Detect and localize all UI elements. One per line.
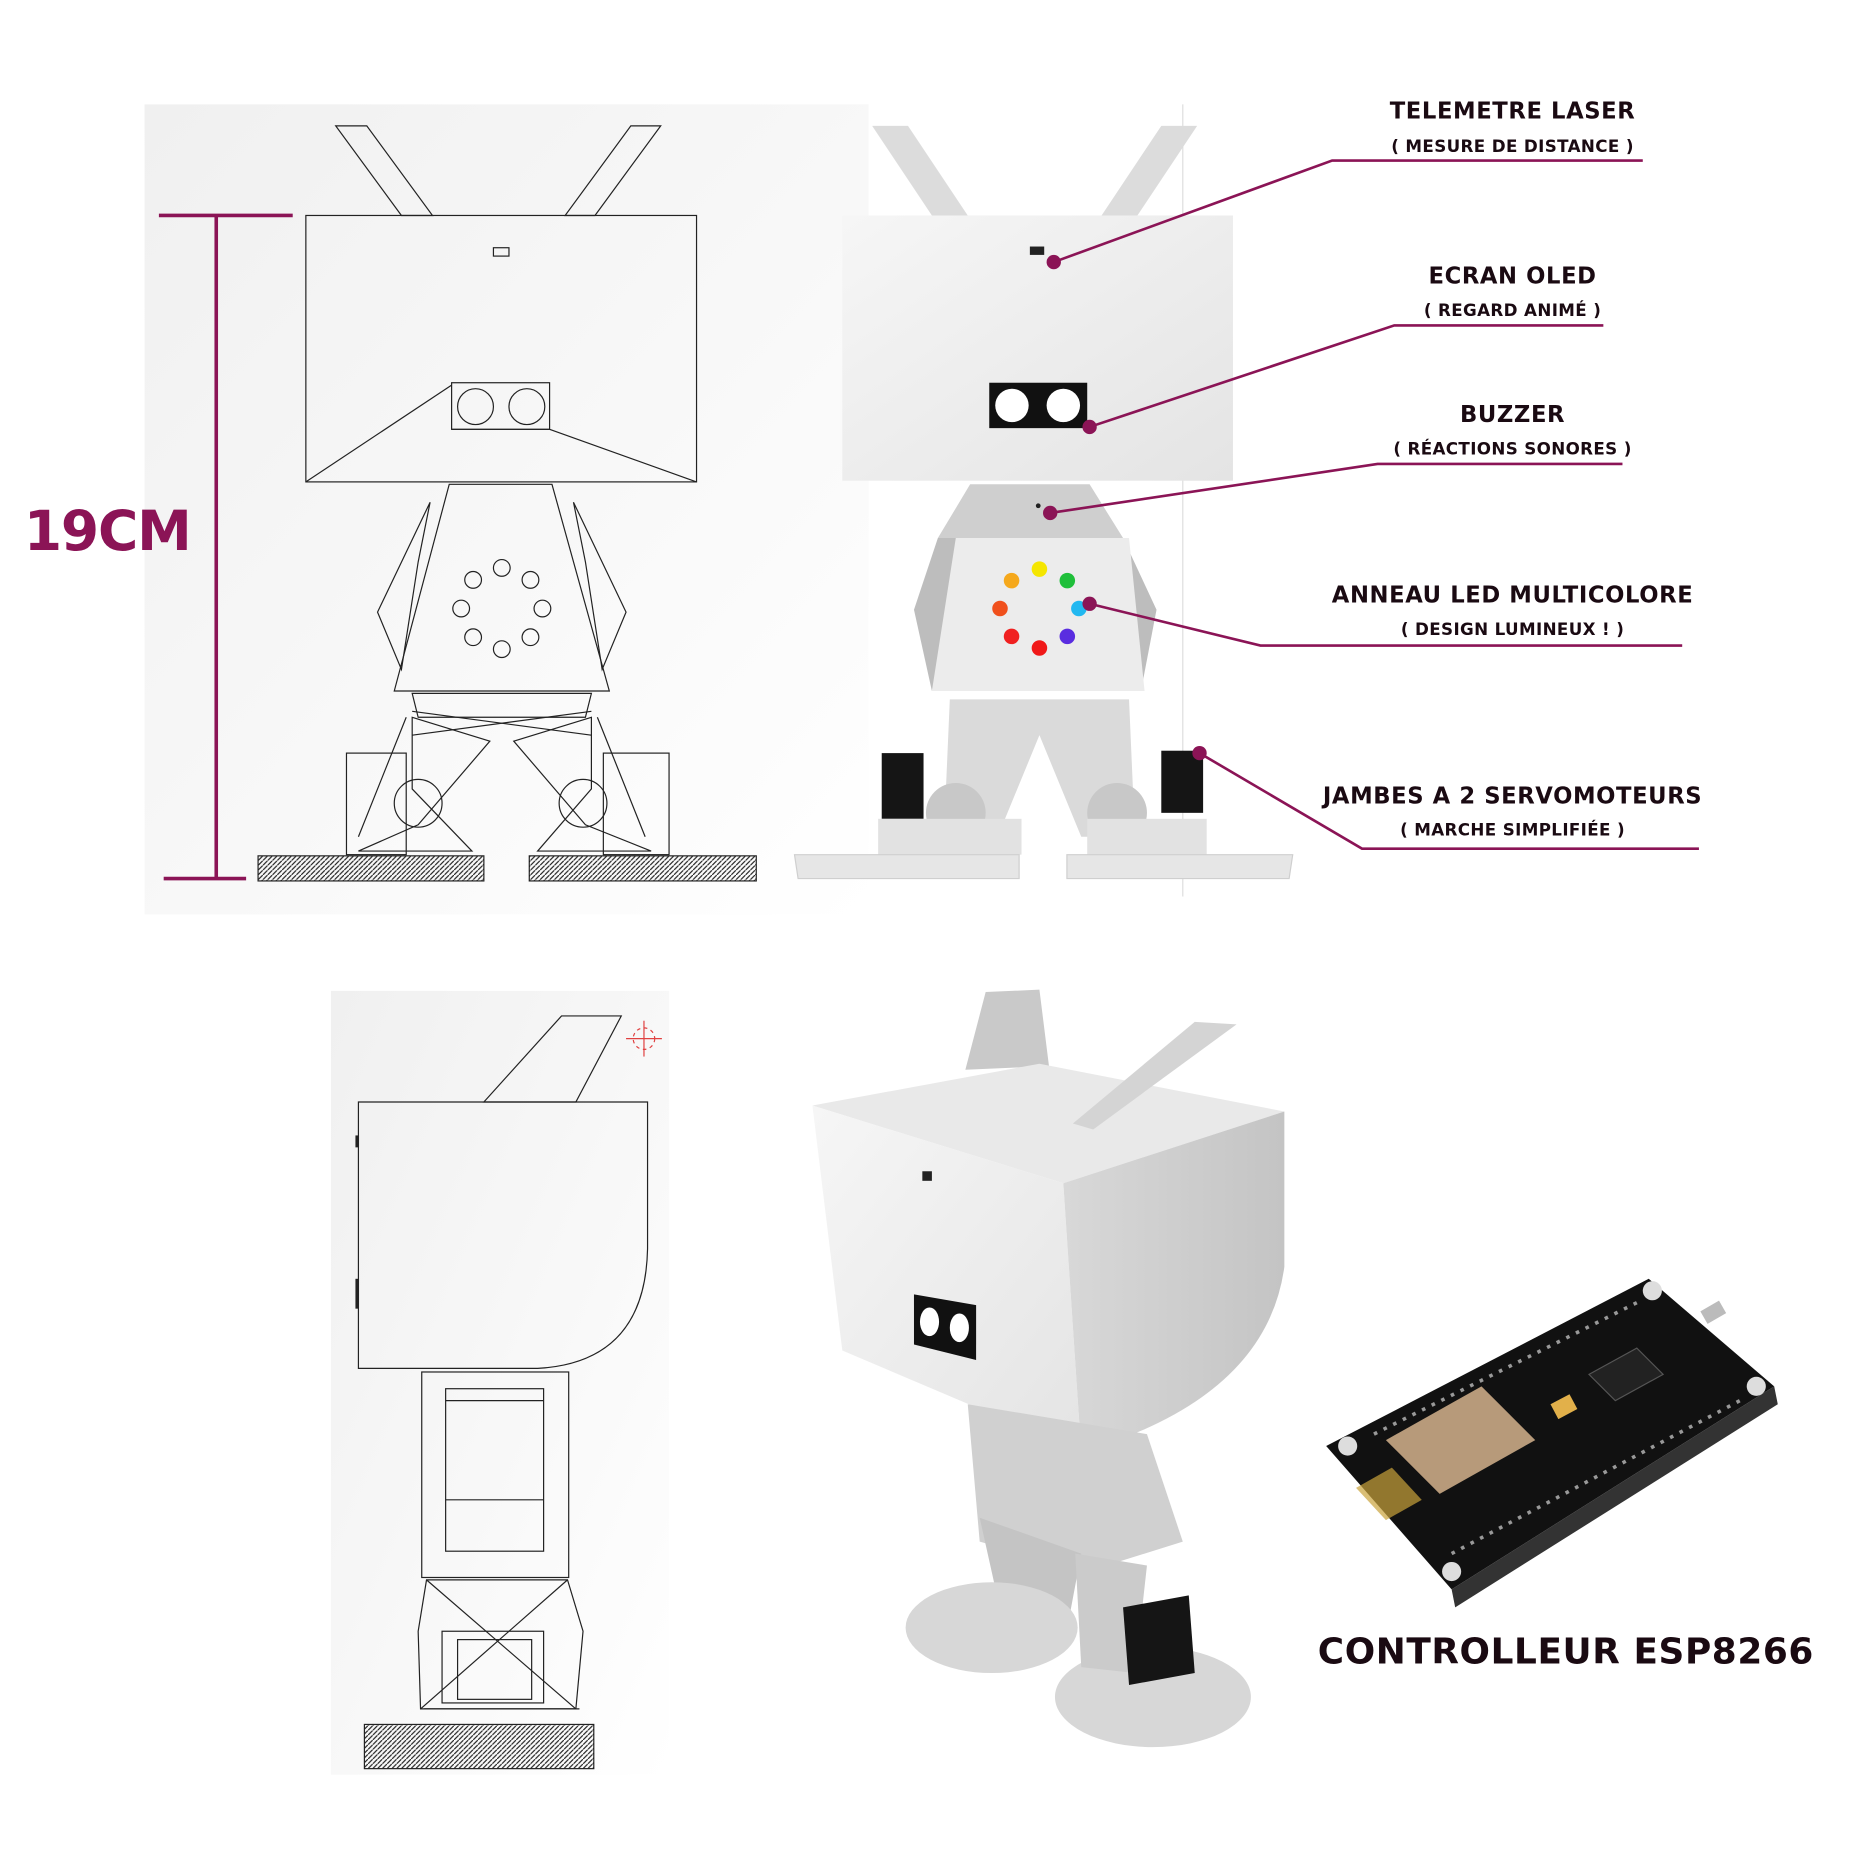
callout-title-oled: ECRAN OLED bbox=[1428, 264, 1596, 290]
callout-dot-led bbox=[1082, 596, 1097, 611]
led bbox=[992, 600, 1008, 617]
callout-title-buzzer: BUZZER bbox=[1460, 402, 1565, 428]
callout-subtitle-led: ( DESIGN LUMINEUX ! ) bbox=[1401, 619, 1624, 639]
front-wireframe-view bbox=[144, 104, 869, 915]
servo-left bbox=[881, 753, 924, 819]
height-label: 19CM bbox=[24, 499, 191, 563]
callouts bbox=[1049, 159, 1699, 851]
legs-wireframe bbox=[345, 692, 670, 856]
callout-title-legs: JAMBES A 2 SERVOMOTEURS bbox=[1321, 783, 1702, 809]
led-ring-wireframe bbox=[452, 558, 552, 659]
led bbox=[1031, 561, 1048, 577]
led bbox=[1031, 640, 1048, 656]
side-wireframe-view bbox=[330, 990, 670, 1775]
callout-title-led: ANNEAU LED MULTICOLORE bbox=[1332, 583, 1694, 609]
controller-label: CONTROLLEUR ESP8266 bbox=[1318, 1632, 1814, 1673]
front-render-view bbox=[793, 104, 1294, 897]
servo-right bbox=[1161, 750, 1204, 813]
callout-subtitle-buzzer: ( RÉACTIONS SONORES ) bbox=[1393, 438, 1631, 458]
crosshair-icon bbox=[626, 1020, 662, 1057]
callout-title-laser: TELEMETRE LASER bbox=[1390, 99, 1636, 125]
callout-subtitle-oled: ( REGARD ANIMÉ ) bbox=[1424, 300, 1601, 320]
callout-dot-buzzer bbox=[1043, 505, 1058, 521]
height-dimension: 19CM bbox=[24, 213, 293, 881]
callout-subtitle-legs: ( MARCHE SIMPLIFIÉE ) bbox=[1400, 820, 1625, 840]
laser-sensor bbox=[1029, 246, 1045, 255]
led-ring bbox=[992, 561, 1087, 656]
led bbox=[1003, 628, 1020, 645]
led bbox=[1059, 628, 1076, 645]
callout-dot-oled bbox=[1082, 419, 1097, 435]
callout-dot-laser bbox=[1046, 254, 1061, 270]
callout-subtitle-laser: ( MESURE DE DISTANCE ) bbox=[1391, 136, 1634, 156]
esp8266-board-image bbox=[1326, 1278, 1778, 1608]
callout-dot-legs bbox=[1192, 745, 1207, 761]
led bbox=[1059, 572, 1076, 589]
led bbox=[1003, 572, 1020, 589]
perspective-render-view bbox=[812, 989, 1285, 1748]
